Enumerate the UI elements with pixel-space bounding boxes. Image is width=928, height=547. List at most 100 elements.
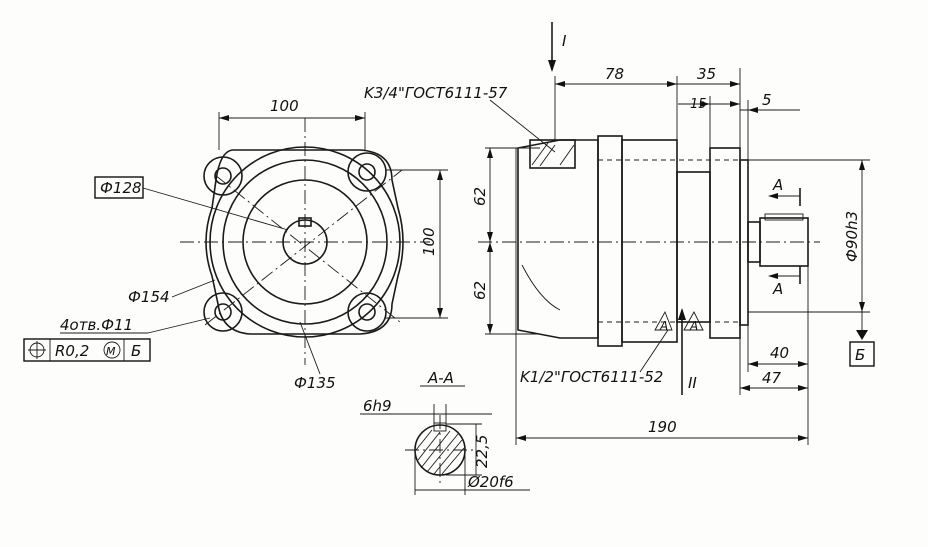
modifier-circle (103, 341, 121, 359)
datum-label: Б (855, 346, 865, 364)
top-port-hatching (531, 142, 575, 167)
dim-78-label: 78 (605, 65, 624, 83)
dim47-arrow-left (740, 385, 750, 391)
body-circle-135 (222, 159, 388, 325)
port-bottom-label: K1/2"ГОСТ6111-52 (520, 368, 663, 386)
datum-box (849, 341, 875, 367)
dim40-arrow-right (798, 361, 808, 367)
rear-housing-curve (521, 264, 561, 311)
datum-triangle (856, 330, 868, 340)
section-aa: A-A 6h9 22,5 Ø20f6 (360, 369, 530, 495)
tolerance-datum: Б (131, 342, 141, 360)
section-mark-bottom: A (772, 280, 783, 298)
dim-35-label: 35 (697, 65, 716, 83)
dim-40-label: 40 (770, 344, 789, 362)
dim78-arrow-right (667, 81, 677, 87)
dim78-arrow-left (555, 81, 565, 87)
front-diagonal-centerline-1 (214, 174, 401, 323)
dim62-arrow-mid-down (487, 242, 493, 252)
dia128-box (94, 176, 144, 199)
depth-label: 22,5 (473, 435, 491, 468)
dim-5-label: 5 (762, 91, 772, 109)
side-view: I A A (364, 22, 875, 445)
view-arrow-ii-head (678, 308, 686, 320)
tolerance-modifier: M (106, 345, 116, 358)
body-flange-ring (597, 135, 623, 347)
dia154-leader (171, 279, 216, 298)
port-bottom-leader (639, 329, 669, 373)
dim62-arrow-mid-up (487, 232, 493, 242)
front-view: 100 100 Ф128 Ф154 Ф135 4отв.Ф11 R0,2 (23, 97, 448, 392)
dim100h-arrow-bottom (437, 308, 443, 318)
face-mark-1: A (659, 319, 668, 333)
bolt-hole-top-right (358, 163, 376, 181)
dim190-arrow-left (516, 435, 526, 441)
section-hatching (415, 429, 465, 475)
dim-shaft-dia-label: Ф90h3 (843, 211, 861, 262)
dim15-arrow-right (730, 101, 740, 107)
dim100w-arrow-left (219, 115, 229, 121)
shaft-dia-label: Ø20f6 (467, 473, 514, 491)
bolt-hole-top-left (214, 167, 232, 185)
dim190-arrow-right (798, 435, 808, 441)
dia-135-label: Ф135 (294, 374, 336, 392)
section-mark-top: A (772, 176, 783, 194)
dim62-arrow-top (487, 148, 493, 158)
body-main (621, 139, 678, 343)
bottom-port-1 (654, 310, 673, 331)
boss-circle (242, 179, 368, 305)
ear-bottom-left (203, 292, 243, 332)
holes-leader (147, 317, 211, 334)
tolerance-value: R0,2 (55, 342, 89, 360)
dim15-arrow-left (700, 101, 710, 107)
dim100h-arrow-top (437, 170, 443, 180)
view-arrow-i-label: I (562, 32, 567, 50)
body-neck (676, 171, 711, 323)
dim-62-top-label: 62 (471, 187, 489, 206)
dim47-arrow-right (798, 385, 808, 391)
shaft-circle (282, 219, 328, 265)
dim-15-label: 15 (690, 97, 707, 112)
shaft-keyway (298, 217, 312, 227)
rear-housing (517, 139, 599, 339)
ear-top-right (347, 152, 387, 192)
front-diagonal-centerline-2 (204, 169, 403, 326)
pilot-spigot (739, 159, 749, 326)
section-arrow-bottom-head (768, 273, 778, 279)
port-top-leader (489, 99, 556, 153)
view-arrow-i-head (548, 60, 556, 72)
dim-190-label: 190 (648, 418, 677, 436)
top-port (529, 139, 576, 169)
dia-128-label: Ф128 (100, 179, 142, 197)
dia90-arrow-bottom (859, 302, 865, 312)
dim62-arrow-bottom (487, 324, 493, 334)
dim40-arrow-left (748, 361, 758, 367)
dim-47-label: 47 (762, 369, 782, 387)
key-width-label: 6h9 (363, 397, 392, 415)
dim-height-label: 100 (420, 227, 438, 256)
port-top-label: K3/4"ГОСТ6111-57 (364, 84, 508, 102)
tolerance-frame: R0,2 M Б (23, 338, 151, 362)
ear-bottom-right (347, 292, 387, 332)
shaft-key (764, 213, 804, 221)
ear-top-left (203, 156, 243, 196)
bolt-hole-bottom-left (214, 303, 232, 321)
dim35-arrow-right (730, 81, 740, 87)
section-title: A-A (427, 369, 454, 387)
view-arrow-ii-label: II (688, 374, 697, 392)
tolerance-box (23, 338, 151, 362)
bottom-port-2 (683, 311, 704, 331)
body-circle-154 (209, 146, 401, 338)
holes-label: 4отв.Ф11 (60, 316, 133, 334)
dia90-arrow-top (859, 160, 865, 170)
mounting-flange (709, 147, 741, 339)
dia128-leader (142, 187, 289, 231)
dia-154-label: Ф154 (128, 288, 170, 306)
section-keyway (433, 422, 447, 432)
dim-62-bottom-label: 62 (471, 281, 489, 300)
shaft-end (759, 217, 809, 267)
dim100w-arrow-right (355, 115, 365, 121)
dia135-leader (299, 321, 321, 375)
